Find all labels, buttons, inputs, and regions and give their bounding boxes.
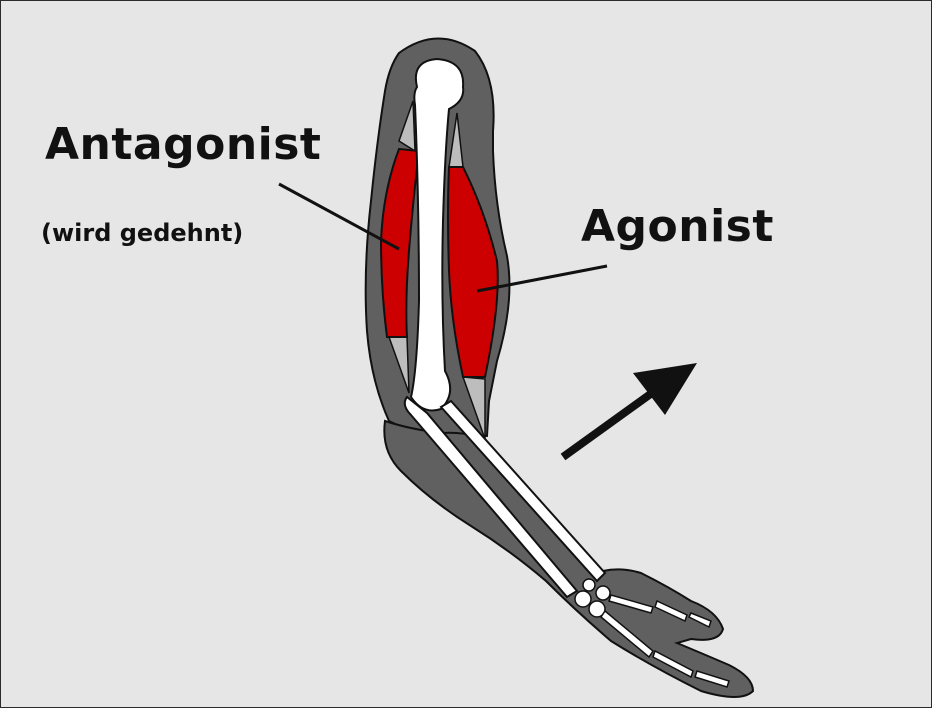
carpal-bone	[595, 585, 611, 601]
carpal-bone	[582, 578, 596, 592]
antagonist-note-label: (wird gedehnt)	[41, 219, 244, 247]
arrow-up-right-icon	[560, 363, 697, 461]
antagonist-muscle	[379, 147, 421, 338]
ulna-bone	[403, 395, 579, 599]
antagonist-tendon-top	[398, 100, 416, 153]
finger-bone	[652, 649, 694, 679]
finger-bone	[608, 594, 654, 614]
finger-bone	[694, 670, 730, 688]
finger-bone	[600, 609, 654, 659]
finger-bone	[654, 599, 688, 623]
agonist-muscle	[447, 166, 499, 378]
carpal-bone	[588, 600, 606, 618]
antagonist-label: Antagonist	[45, 119, 322, 170]
forearm-and-hand	[383, 419, 755, 698]
finger-bone	[687, 612, 712, 629]
agonist-leader-line	[476, 264, 608, 293]
antagonist-leader-line	[278, 182, 400, 251]
radius-bone	[439, 399, 607, 583]
humerus-bone	[409, 57, 465, 412]
carpal-bone	[574, 590, 592, 608]
agonist-label: Agonist	[581, 201, 774, 252]
